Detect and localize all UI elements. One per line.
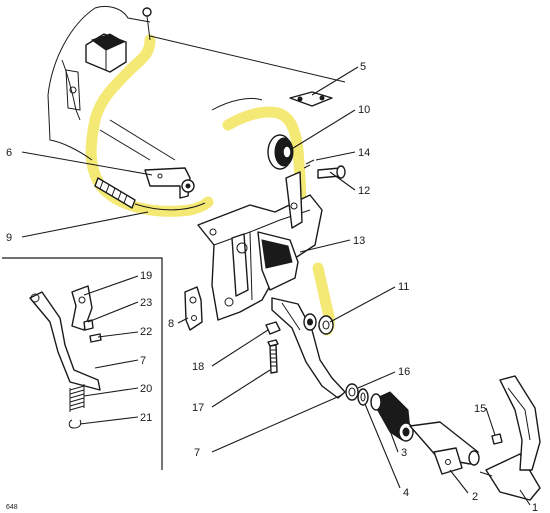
- callout-11: 11: [398, 281, 409, 293]
- callout-21: 21: [140, 412, 152, 424]
- pulley-10: [267, 134, 294, 170]
- callout-8: 8: [168, 318, 174, 330]
- callout-10: 10: [358, 104, 370, 116]
- bulkhead-panel: [47, 5, 346, 161]
- callout-2: 2: [472, 491, 478, 503]
- callout-16: 16: [398, 366, 410, 378]
- cable-bracket-6: [144, 167, 195, 199]
- figure-code: 648: [6, 504, 18, 511]
- nut-18: [265, 321, 281, 335]
- callout-19: 19: [140, 270, 152, 282]
- inset-detail-panel: [2, 257, 163, 470]
- callout-13: 13: [353, 235, 365, 247]
- clevis-pin-12: [317, 165, 346, 179]
- callout-22: 22: [140, 326, 152, 338]
- callout-7-main: 7: [194, 447, 200, 459]
- callout-12: 12: [358, 185, 370, 197]
- screw-15: [491, 433, 503, 445]
- callout-20: 20: [140, 383, 152, 395]
- callout-leader-lines: [21, 66, 531, 506]
- callout-4: 4: [403, 487, 409, 499]
- washer-11: [318, 315, 334, 335]
- callout-3: 3: [401, 447, 407, 459]
- bolt-17: [267, 339, 279, 374]
- seal-4: [357, 388, 369, 406]
- callout-17: 17: [192, 402, 204, 414]
- callout-6: 6: [6, 147, 12, 159]
- callout-15: 15: [474, 403, 486, 415]
- cable-top-end: [142, 7, 152, 41]
- callout-14: 14: [358, 147, 370, 159]
- clutch-pedal-lever-7: [271, 297, 346, 399]
- bracket-8: [184, 286, 203, 331]
- callout-9: 9: [6, 232, 12, 244]
- callout-7-inset: 7: [140, 355, 146, 367]
- pin-14: [303, 159, 315, 169]
- callout-5: 5: [360, 61, 366, 73]
- callout-labels: 5 6 10 14 12 13 9 11 8 18 17 7 16 4 3 2 …: [6, 61, 538, 513]
- clutch-cable-9: [94, 177, 206, 211]
- callout-18: 18: [192, 361, 204, 373]
- bulkhead-grommet: [85, 33, 127, 73]
- callout-1: 1: [532, 502, 538, 513]
- pedal-arm-1: [479, 375, 541, 501]
- pedal-shaft-2: [409, 421, 480, 475]
- clip-plate-5: [289, 91, 333, 107]
- ring-16: [345, 383, 359, 401]
- pedal-mounting-bracket-13: [197, 171, 323, 321]
- callout-23: 23: [140, 297, 152, 309]
